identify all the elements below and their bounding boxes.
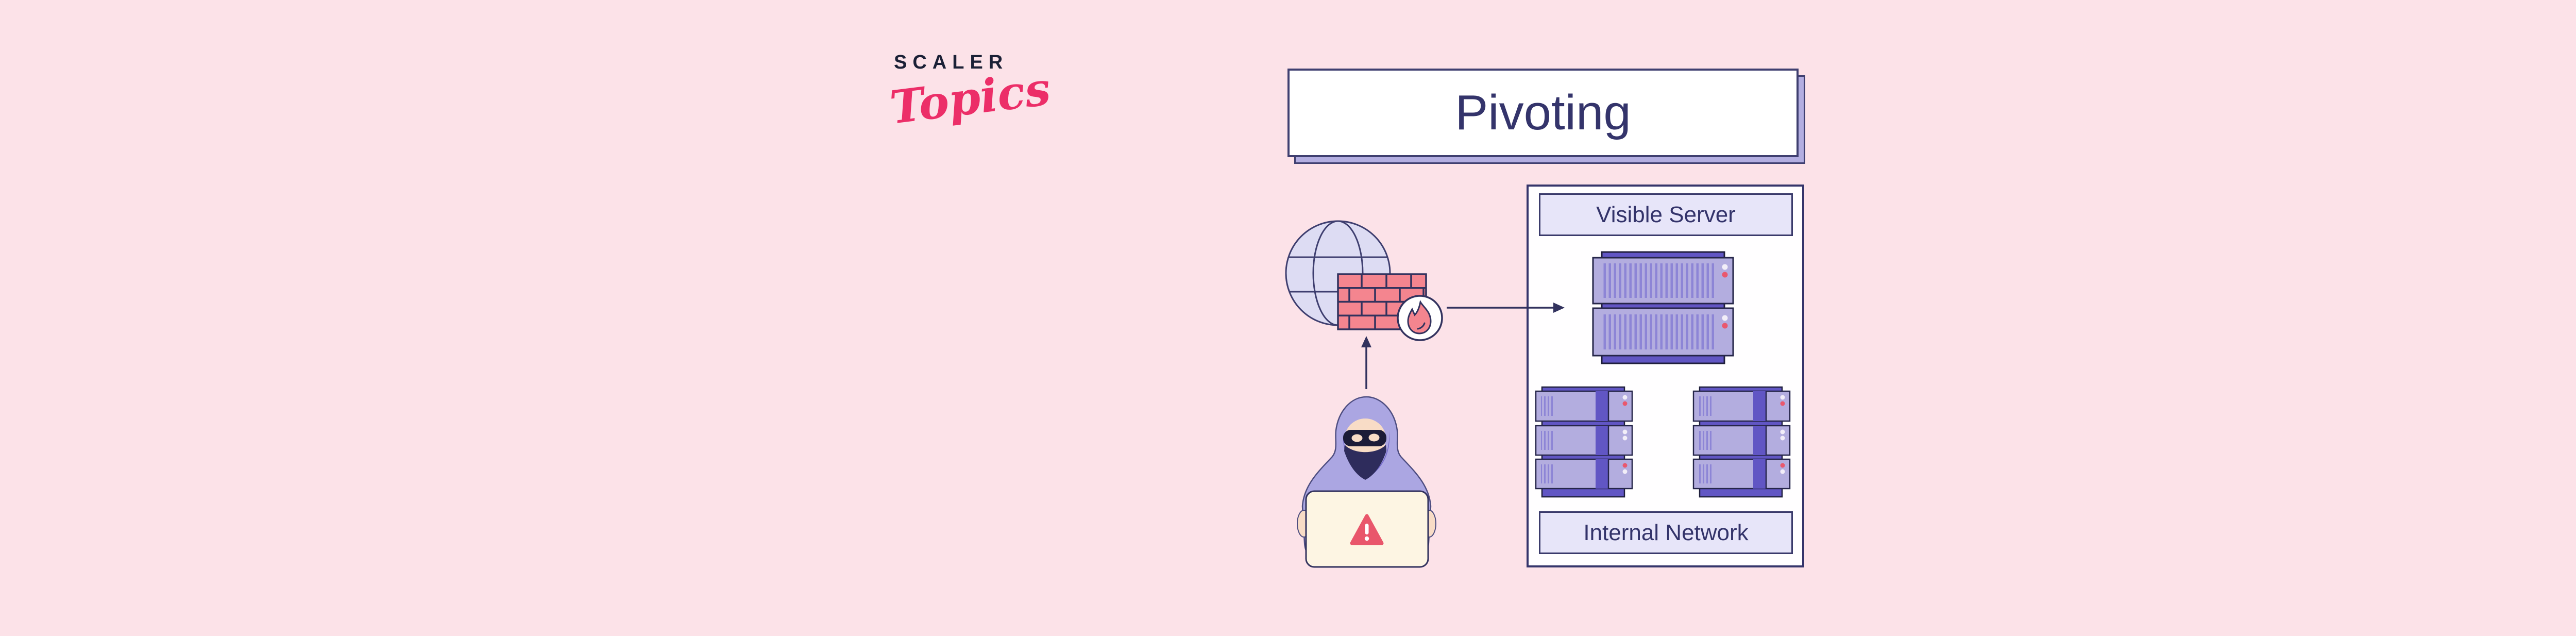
mask-icon [1343,430,1386,446]
warning-triangle-icon [1350,514,1384,545]
scaler-topics-logo: SCALER Topics [887,52,1054,135]
fire-icon [1397,295,1443,341]
logo-brand-text: SCALER [894,52,1009,73]
firewall-brick-icon [1337,273,1427,330]
laptop-icon [1305,490,1429,568]
internal-network-label: Internal Network [1539,511,1793,554]
title-banner-box: Pivoting [1287,69,1799,157]
page-title: Pivoting [1455,85,1631,140]
title-banner: Pivoting [1287,69,1805,164]
hacker-icon [1297,396,1436,568]
arrow-up-icon [1361,336,1371,389]
internal-network-label-text: Internal Network [1583,520,1749,545]
visible-server-label: Visible Server [1539,193,1793,236]
logo-sub-text: Topics [887,61,1054,135]
visible-server-label-text: Visible Server [1596,202,1736,227]
globe-icon [1285,220,1391,326]
network-boundary-box [1527,185,1804,567]
